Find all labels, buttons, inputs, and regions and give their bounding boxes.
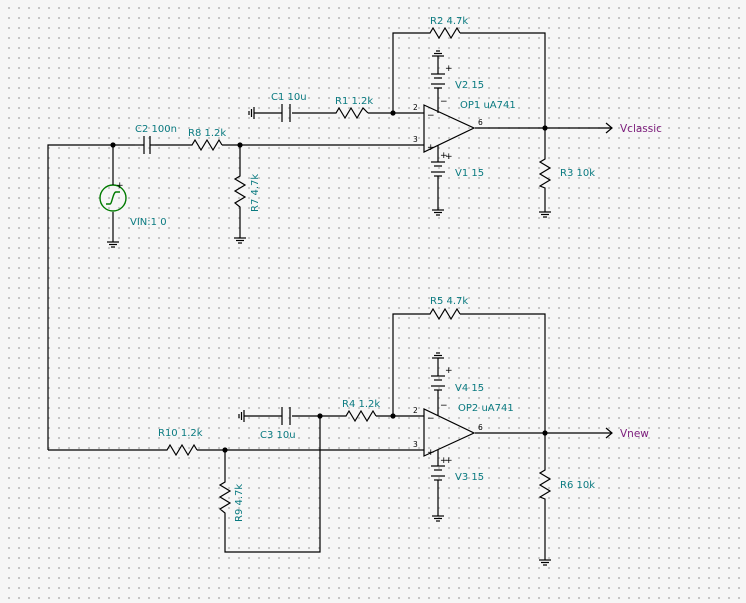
label-r5: R5 4.7k: [430, 296, 468, 307]
label-r6: R6 10k: [560, 480, 595, 491]
label-v4: V4 15: [455, 383, 484, 394]
resistor-r1[interactable]: [332, 106, 369, 120]
pin-number: 2: [413, 406, 418, 415]
inverting-sign: −: [427, 414, 435, 424]
inverting-sign: −: [427, 111, 435, 121]
ground-symbol: [431, 209, 445, 216]
noninverting-sign: +: [427, 448, 435, 458]
net-label-vnew: Vnew: [620, 428, 649, 440]
resistor-r10[interactable]: [163, 443, 198, 457]
junction-dot: [390, 110, 396, 116]
noninverting-sign: +: [427, 143, 435, 153]
junction-dot: [110, 142, 116, 148]
wires-top: [47, 32, 612, 450]
junction-dot: [237, 142, 243, 148]
label-c1: C1 10u: [271, 92, 307, 103]
component-labels: R2 4.7k V2 15 C1 10u R1 1.2k OP1 uA741 C…: [130, 16, 595, 522]
label-c2: C2 100n: [135, 124, 177, 135]
label-r8: R8 1.2k: [188, 128, 226, 139]
supply-sign: +: [440, 456, 448, 466]
label-vin: VIN:1 0: [130, 217, 167, 228]
label-r4: R4 1.2k: [342, 399, 380, 410]
pin-number: 2: [413, 103, 418, 112]
resistor-r3[interactable]: [538, 156, 552, 190]
label-r7: R7 4.7k: [250, 174, 261, 212]
ground-symbol: [106, 241, 120, 248]
battery-v4[interactable]: [431, 375, 445, 398]
resistor-r7[interactable]: [233, 172, 247, 210]
battery-v2[interactable]: [431, 73, 445, 94]
junction-dot: [317, 413, 323, 419]
capacitor-c3[interactable]: [281, 407, 291, 425]
pin-number: 6: [478, 423, 483, 432]
resistor-r4[interactable]: [342, 409, 377, 423]
wires-bottom: [48, 313, 612, 560]
output-arrow-vnew: [605, 427, 613, 439]
label-c3: C3 10u: [260, 430, 296, 441]
resistor-r9[interactable]: [218, 478, 232, 516]
ground-symbol: [233, 237, 247, 244]
label-op2: OP2 uA741: [458, 403, 514, 414]
source-plus: +: [116, 181, 124, 191]
opamp-op1[interactable]: [420, 104, 476, 153]
ground-symbol: [431, 50, 445, 57]
ground-symbol: [238, 409, 245, 423]
battery-plus: +: [445, 456, 453, 466]
battery-plus: +: [445, 64, 453, 74]
ground-symbol: [248, 106, 255, 120]
resistor-r2[interactable]: [426, 26, 461, 40]
capacitor-c1[interactable]: [281, 104, 291, 122]
ground-symbol: [431, 352, 445, 359]
net-label-vclassic: Vclassic: [620, 123, 662, 135]
ground-symbol: [431, 515, 445, 522]
label-r10: R10 1.2k: [158, 428, 203, 439]
label-op1: OP1 uA741: [460, 100, 516, 111]
capacitor-c2[interactable]: [135, 136, 155, 154]
supply-sign: −: [440, 97, 448, 107]
resistor-r8[interactable]: [188, 138, 223, 152]
ground-symbol: [538, 559, 552, 566]
label-r3: R3 10k: [560, 168, 595, 179]
label-v3: V3 15: [455, 472, 484, 483]
signal-source-vin[interactable]: [99, 184, 127, 212]
supply-sign: −: [440, 401, 448, 411]
pin-number: 3: [413, 135, 418, 144]
opamp-op2[interactable]: [420, 408, 476, 457]
pin-labels: 2 3 6 − + − + + + + 2 3 6 − + − + + +: [116, 64, 483, 466]
pin-number: 6: [478, 118, 483, 127]
battery-plus: +: [445, 152, 453, 162]
label-r1: R1 1.2k: [335, 96, 373, 107]
junction-dot: [542, 430, 548, 436]
label-v2: V2 15: [455, 80, 484, 91]
pin-number: 3: [413, 440, 418, 449]
battery-plus: +: [445, 366, 453, 376]
output-arrow-vclassic: [605, 122, 613, 134]
junctions: [110, 110, 548, 453]
junction-dot: [222, 447, 228, 453]
label-r9: R9 4.7k: [234, 484, 245, 522]
supply-sign: +: [440, 151, 448, 161]
battery-v1[interactable]: [431, 161, 445, 184]
label-r2: R2 4.7k: [430, 16, 468, 27]
battery-v3[interactable]: [431, 465, 445, 488]
label-v1: V1 15: [455, 168, 484, 179]
resistor-r6[interactable]: [538, 466, 552, 500]
junction-dot: [542, 125, 548, 131]
junction-dot: [390, 413, 396, 419]
ground-symbol: [538, 211, 552, 218]
resistor-r5[interactable]: [426, 307, 461, 321]
